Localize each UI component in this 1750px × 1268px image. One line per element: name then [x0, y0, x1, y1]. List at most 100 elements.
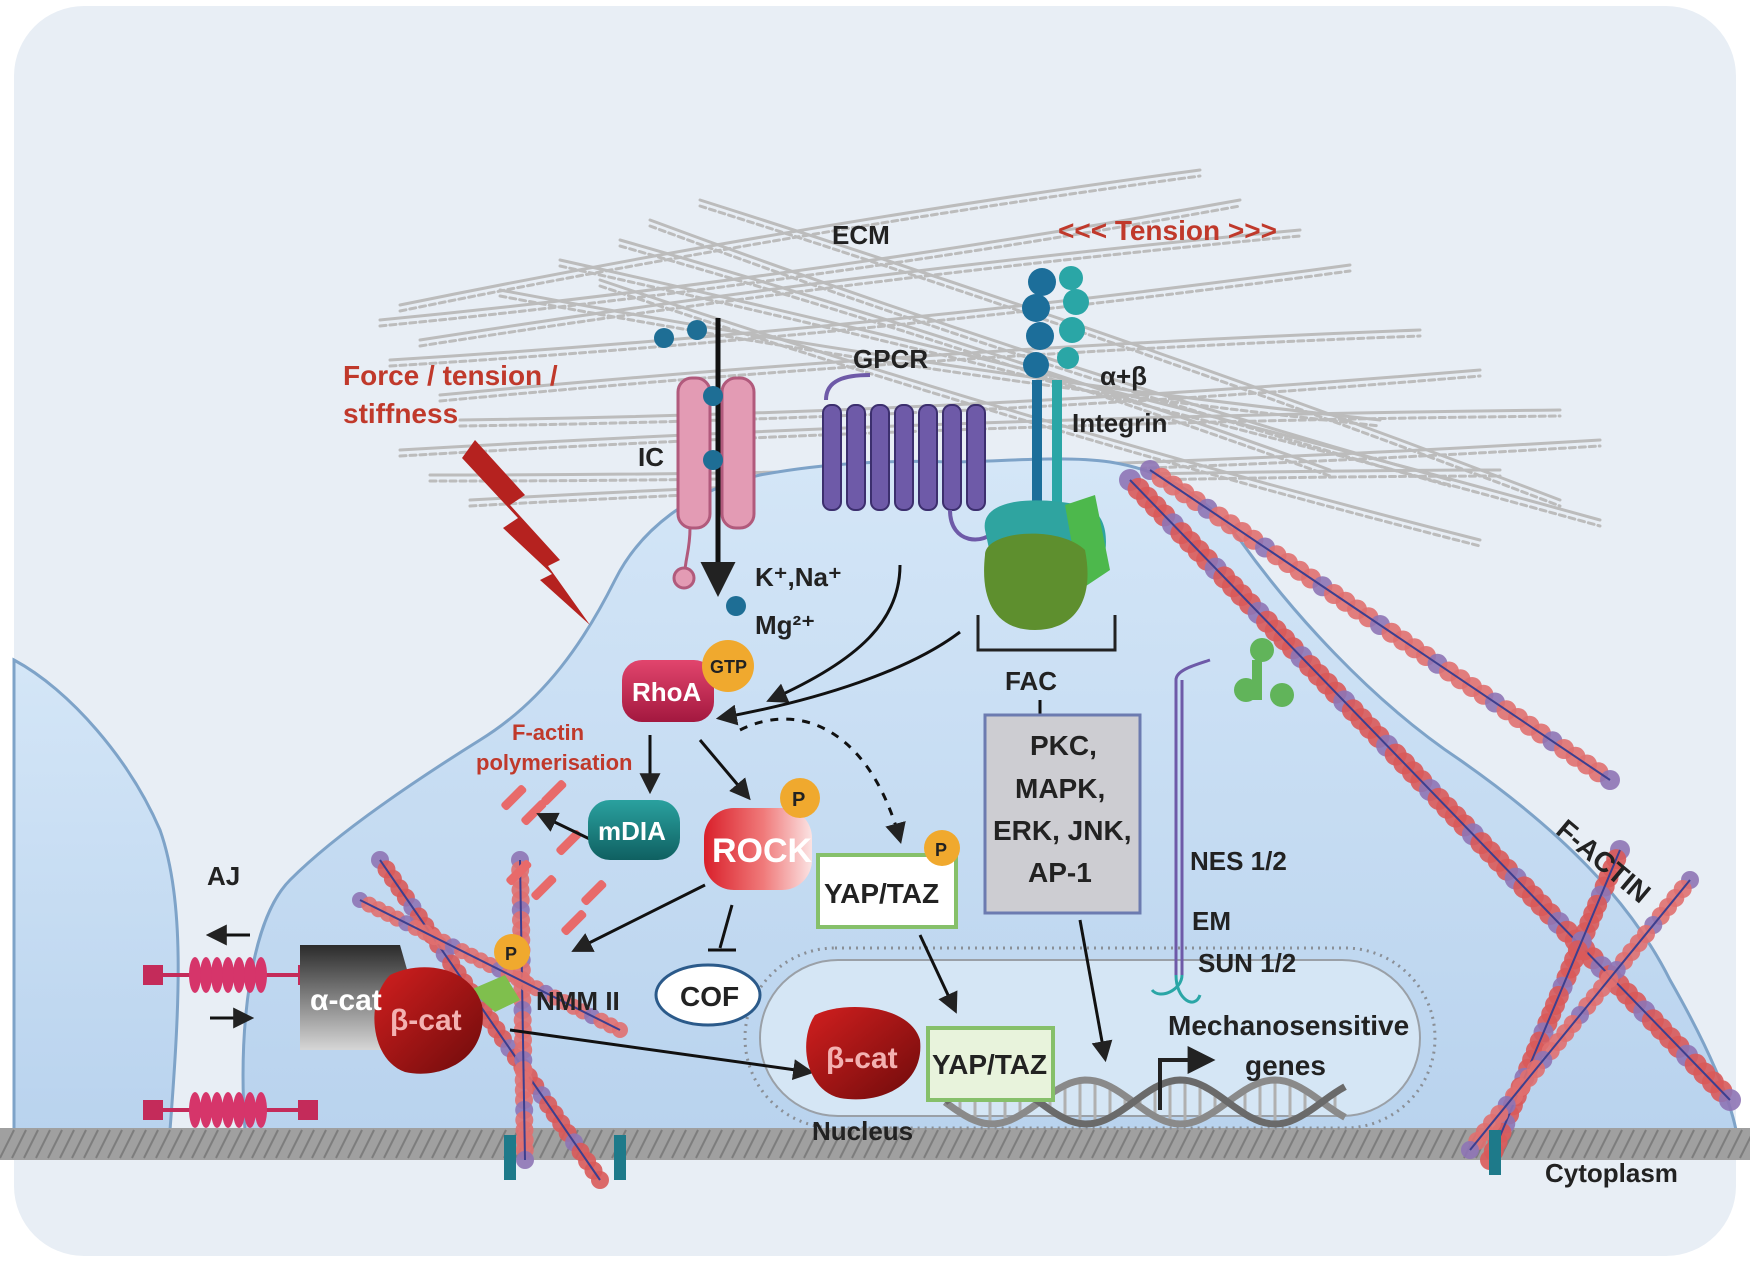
substrate-hatch-line	[251, 1129, 267, 1159]
actin-fragment	[541, 780, 567, 806]
substrate-hatch-line	[1607, 1129, 1623, 1159]
factin-poly-line1: F-actin	[512, 720, 584, 745]
actin-fragment	[581, 880, 607, 906]
substrate-hatch-line	[119, 1129, 135, 1159]
ecm-fiber	[648, 224, 1452, 488]
force-label-line1: Force / tension /	[343, 360, 558, 391]
dna-strand	[942, 1076, 1347, 1128]
mdia-node	[588, 800, 680, 860]
substrate-hatch-line	[167, 1129, 183, 1159]
rock-node	[704, 808, 812, 890]
substrate-hatch-line	[779, 1129, 795, 1159]
substrate-hatch-line	[359, 1129, 375, 1159]
substrate-hatch-line	[107, 1129, 123, 1159]
substrate-hatch-line	[191, 1129, 207, 1159]
substrate-hatch-line	[815, 1129, 831, 1159]
ions-label-line2: Mg²⁺	[755, 610, 815, 640]
f-actin-fragments	[501, 780, 607, 936]
yaptaz-p-label: P	[935, 840, 947, 860]
substrate-hatch-line	[1211, 1129, 1227, 1159]
substrate-hatch-line	[1295, 1129, 1311, 1159]
substrate-hatch-line	[1235, 1129, 1251, 1159]
substrate-hatch-line	[1127, 1129, 1143, 1159]
cadherin-repeat	[233, 1092, 245, 1128]
substrate-hatch-line	[227, 1129, 243, 1159]
substrate-hatch-line	[1283, 1129, 1299, 1159]
substrate-hatch-line	[35, 1129, 51, 1159]
substrate-hatch-line	[623, 1129, 639, 1159]
actin-fragment	[506, 860, 532, 886]
actin-fragment	[561, 910, 587, 936]
substrate-hatch-line	[1019, 1129, 1035, 1159]
substrate-hatch-line	[47, 1129, 63, 1159]
substrate-hatch-line	[827, 1129, 843, 1159]
integrin-label: Integrin	[1072, 408, 1167, 438]
substrate-hatch-line	[1691, 1129, 1707, 1159]
substrate-hatch-line	[1343, 1129, 1359, 1159]
substrate-hatch-line	[1511, 1129, 1527, 1159]
actin-bundles	[352, 460, 1741, 1189]
substrate-hatch-line	[371, 1129, 387, 1159]
rhoa-node	[622, 660, 714, 722]
tension-label: <<< Tension >>>	[1058, 215, 1277, 246]
substrate-hatch-line	[899, 1129, 915, 1159]
gtp-label: GTP	[710, 657, 747, 677]
substrate-hatch-line	[1523, 1129, 1539, 1159]
substrate-hatch-line	[1427, 1129, 1443, 1159]
substrate-hatch-line	[1643, 1129, 1659, 1159]
substrate-hatch-line	[863, 1129, 879, 1159]
mdia-label: mDIA	[598, 816, 666, 846]
substrate-hatch-line	[791, 1129, 807, 1159]
nmm-label: NMM II	[536, 986, 620, 1016]
substrate-hatch-line	[887, 1129, 903, 1159]
substrate-hatch-line	[959, 1129, 975, 1159]
substrate-hatch-line	[83, 1129, 99, 1159]
substrate-hatch-line	[839, 1129, 855, 1159]
substrate-hatch-line	[479, 1129, 495, 1159]
substrate-hatch-line	[1103, 1129, 1119, 1159]
substrate-hatch-line	[1547, 1129, 1563, 1159]
nmm-phospho-badge	[494, 934, 530, 970]
nucleus-envelope-outer	[743, 946, 1437, 1130]
substrate-hatch-line	[1307, 1129, 1323, 1159]
rock-phospho-badge	[780, 778, 820, 818]
substrate-hatch-line	[1163, 1129, 1179, 1159]
substrate-hatch-line	[419, 1129, 435, 1159]
cadherin-end	[298, 1100, 318, 1120]
substrate-hatch-line	[179, 1129, 195, 1159]
substrate-hatch-line	[143, 1129, 159, 1159]
substrate-hatch-line	[1247, 1129, 1263, 1159]
substrate-hatch-line	[1571, 1129, 1587, 1159]
ecm-label: ECM	[832, 220, 890, 250]
ecm-fiber	[498, 288, 1382, 422]
substrate-hatch-line	[1415, 1129, 1431, 1159]
ic-label: IC	[638, 442, 664, 472]
substrate-hatch-line	[407, 1129, 423, 1159]
substrate-hatch-line	[1031, 1129, 1047, 1159]
gpcr-receptor-icon	[822, 373, 997, 542]
cadherin-repeat	[200, 1092, 212, 1128]
substrate-hatch-line	[491, 1129, 507, 1159]
substrate-hatch-line	[1559, 1129, 1575, 1159]
actin-fragment	[556, 830, 582, 856]
substrate-hatch-line	[635, 1129, 651, 1159]
substrate-hatch-line	[203, 1129, 219, 1159]
kinase-label-1: MAPK,	[1015, 773, 1105, 804]
substrate-hatch-line	[599, 1129, 615, 1159]
yaptaz-nuclear-label: YAP/TAZ	[932, 1049, 1047, 1080]
substrate-hatch-line	[947, 1129, 963, 1159]
cadherin-end	[143, 965, 163, 985]
yaptaz-nuclear-box	[926, 1026, 1055, 1102]
cadherin-repeat	[255, 1092, 267, 1128]
substrate-hatch-line	[1679, 1129, 1695, 1159]
substrate-hatch-line	[1595, 1129, 1611, 1159]
substrate-hatch-line	[11, 1129, 27, 1159]
substrate-hatch-line	[1403, 1129, 1419, 1159]
ecm-fibers	[378, 168, 1602, 548]
substrate-hatch-line	[287, 1129, 303, 1159]
substrate-hatch-line	[1151, 1129, 1167, 1159]
integrin-anchor	[504, 1135, 516, 1180]
actin-filament-line	[359, 899, 621, 1031]
bcat-label: β-cat	[390, 1004, 462, 1037]
mech-label-line1: Mechanosensitive	[1168, 1010, 1409, 1041]
